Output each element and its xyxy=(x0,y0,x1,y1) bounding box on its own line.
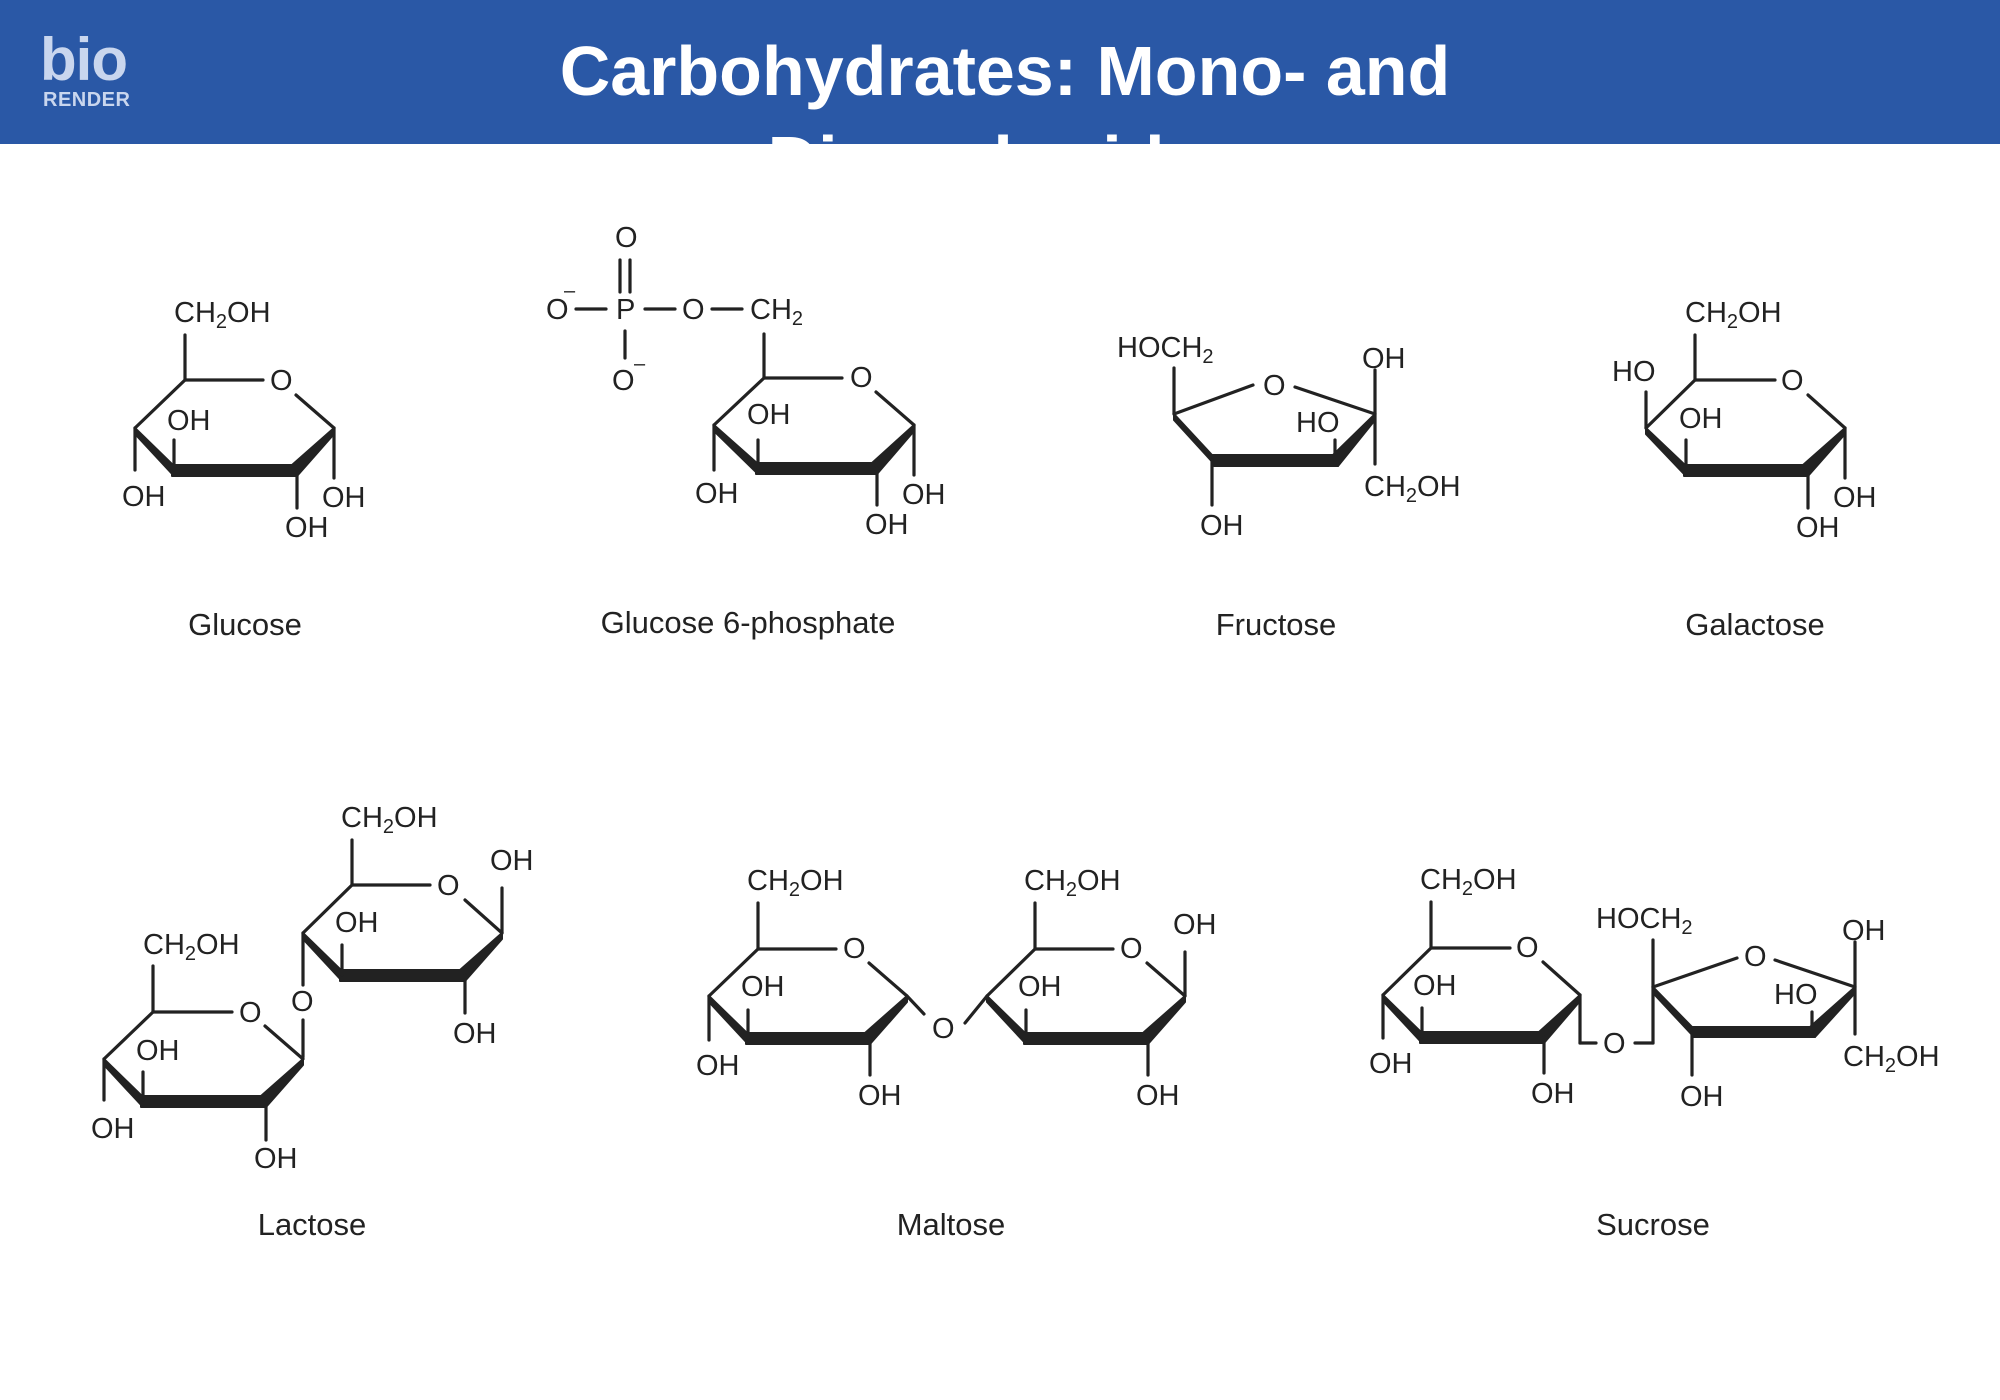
fructose-ring-oxygen: O xyxy=(1263,370,1286,402)
lactose-upper-oh-right: OH xyxy=(490,845,534,877)
glucose-ch2oh-label: CH2OH xyxy=(174,297,271,333)
maltose-right-ch2oh-label: CH2OH xyxy=(1024,865,1121,901)
g6p-o-left-charge: – xyxy=(564,280,576,302)
sucrose-glc-oh-bottom: OH xyxy=(1531,1078,1575,1110)
maltose-structure: CH2OH O OH OH OH O CH2OH O OH OH OH xyxy=(696,865,1217,1242)
g6p-o-bottom: O xyxy=(612,365,635,397)
maltose-left-oh-bottom: OH xyxy=(858,1080,902,1112)
galactose-name: Galactose xyxy=(1685,607,1825,642)
lactose-upper-oh-inner: OH xyxy=(335,907,379,939)
galactose-ho-top: HO xyxy=(1612,356,1656,388)
logo-wordmark: bio xyxy=(40,26,128,93)
lactose-lower-oh-bottom: OH xyxy=(254,1143,298,1175)
maltose-right-ring-oxygen: O xyxy=(1120,933,1143,965)
sucrose-glc-oh-left: OH xyxy=(1369,1048,1413,1080)
sucrose-glc-ch2oh-label: CH2OH xyxy=(1420,864,1517,900)
fructose-ch2oh-label: CH2OH xyxy=(1364,471,1461,507)
lactose-upper-oh-bottom: OH xyxy=(453,1018,497,1050)
g6p-o-bridge: O xyxy=(682,294,705,326)
galactose-oh-inner: OH xyxy=(1679,403,1723,435)
fructose-oh-top: OH xyxy=(1362,343,1406,375)
lactose-lower-oh-inner: OH xyxy=(136,1035,180,1067)
lactose-upper-ch2oh-label: CH2OH xyxy=(341,802,438,838)
galactose-ch2oh-label: CH2OH xyxy=(1685,297,1782,333)
glucose-oh-left: OH xyxy=(122,481,166,513)
g6p-o-top: O xyxy=(615,222,638,254)
sucrose-fru-ring-oxygen: O xyxy=(1744,941,1767,973)
g6p-ch2-label: CH2 xyxy=(750,294,803,330)
glucose-oh-inner: OH xyxy=(167,405,211,437)
g6p-oh-right: OH xyxy=(902,479,946,511)
g6p-ring-oxygen: O xyxy=(850,362,873,394)
glucose-oh-bottom: OH xyxy=(285,512,329,544)
fructose-oh-bottom: OH xyxy=(1200,510,1244,542)
maltose-left-ch2oh-label: CH2OH xyxy=(747,865,844,901)
g6p-oh-inner: OH xyxy=(747,399,791,431)
maltose-left-oh-left: OH xyxy=(696,1050,740,1082)
sucrose-fru-oh-top: OH xyxy=(1842,915,1886,947)
maltose-right-oh-bottom: OH xyxy=(1136,1080,1180,1112)
lactose-upper-ring-oxygen: O xyxy=(437,870,460,902)
maltose-name: Maltose xyxy=(897,1207,1006,1242)
lactose-structure: CH2OH O OH OH OH O CH2OH O OH OH OH xyxy=(91,802,534,1242)
glucose-structure: CH2OH O OH OH OH OH Glucose xyxy=(122,297,366,642)
sucrose-glc-ring-oxygen: O xyxy=(1516,932,1539,964)
g6p-o-bottom-charge: – xyxy=(634,353,646,375)
lactose-lower-oh-left: OH xyxy=(91,1113,135,1145)
glucose-ring-oxygen: O xyxy=(270,365,293,397)
g6p-oh-left: OH xyxy=(695,478,739,510)
galactose-structure: CH2OH HO O OH OH OH Galactose xyxy=(1612,297,1877,642)
lactose-link-oxygen: O xyxy=(291,986,314,1018)
fructose-ho-inner: HO xyxy=(1296,407,1340,439)
biorender-logo: bio RENDER xyxy=(40,28,140,118)
sucrose-link-oxygen: O xyxy=(1603,1028,1626,1060)
g6p-o-left: O xyxy=(546,294,569,326)
glucose-name: Glucose xyxy=(188,607,302,642)
g6p-oh-bottom: OH xyxy=(865,509,909,541)
sucrose-fru-hoch2-label: HOCH2 xyxy=(1596,903,1693,939)
header-banner: bio RENDER Carbohydrates: Mono- and Disa… xyxy=(0,0,2000,200)
sucrose-name: Sucrose xyxy=(1596,1207,1710,1242)
g6p-name: Glucose 6-phosphate xyxy=(601,605,896,640)
g6p-phosphorus: P xyxy=(616,294,635,326)
maltose-left-ring-oxygen: O xyxy=(843,933,866,965)
lactose-lower-ch2oh-label: CH2OH xyxy=(143,929,240,965)
sucrose-fru-ch2oh-label: CH2OH xyxy=(1843,1041,1940,1077)
fructose-name: Fructose xyxy=(1216,607,1337,642)
galactose-ring-oxygen: O xyxy=(1781,365,1804,397)
glucose-6-phosphate-structure: O O – P O CH2 O – O OH OH OH OH Glucose … xyxy=(546,222,946,640)
glucose-oh-right: OH xyxy=(322,482,366,514)
lactose-lower-ring-oxygen: O xyxy=(239,997,262,1029)
sucrose-fru-ho-inner: HO xyxy=(1774,979,1818,1011)
maltose-link-oxygen: O xyxy=(932,1013,955,1045)
sucrose-fru-oh-bottom: OH xyxy=(1680,1081,1724,1113)
sucrose-structure: CH2OH O OH OH OH O HOCH2 O OH HO CH xyxy=(1369,864,1940,1242)
maltose-right-oh-inner: OH xyxy=(1018,971,1062,1003)
logo-subtext: RENDER xyxy=(43,89,131,111)
fructose-hoch2-label: HOCH2 xyxy=(1117,332,1214,368)
galactose-oh-right: OH xyxy=(1833,482,1877,514)
maltose-right-oh-top: OH xyxy=(1173,909,1217,941)
maltose-left-oh-inner: OH xyxy=(741,971,785,1003)
sucrose-glc-oh-inner: OH xyxy=(1413,970,1457,1002)
galactose-oh-bottom: OH xyxy=(1796,512,1840,544)
lactose-name: Lactose xyxy=(258,1207,367,1242)
fructose-structure: HOCH2 O OH HO CH2OH OH Fructose xyxy=(1117,332,1461,642)
page-title: Carbohydrates: Mono- and Disaccharides xyxy=(559,32,1451,200)
